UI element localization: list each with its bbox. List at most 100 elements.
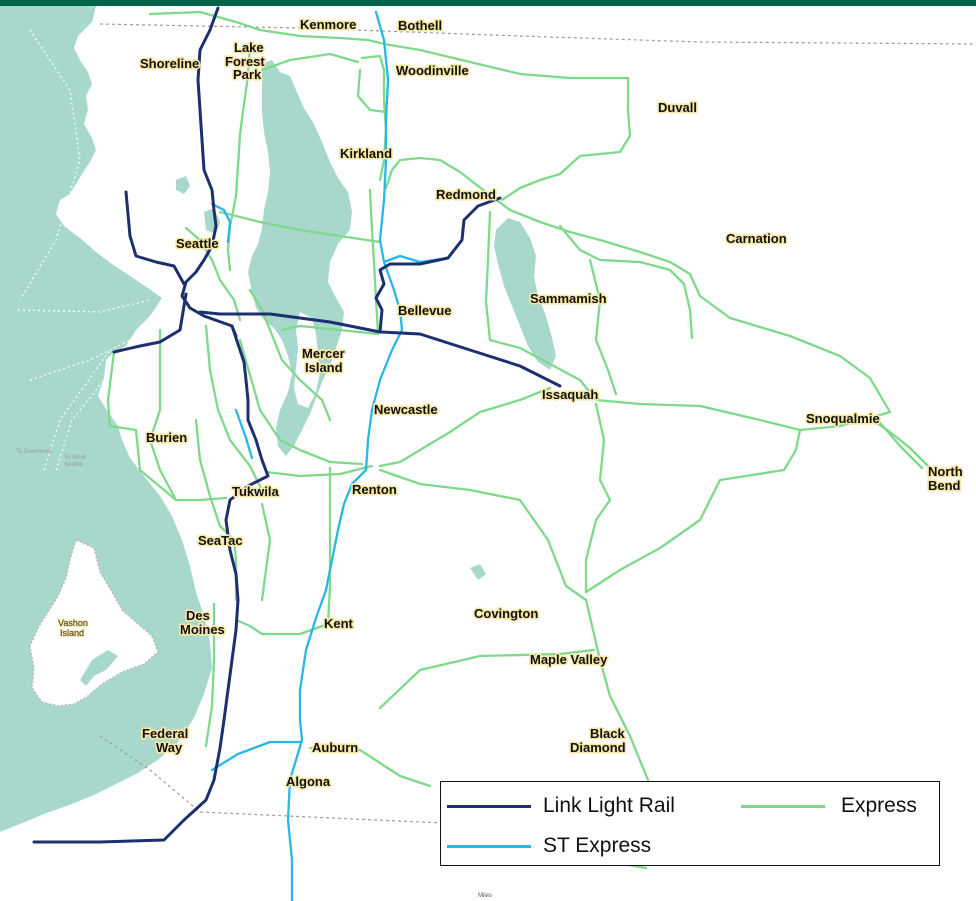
link-line — [230, 324, 238, 338]
label-des-moines-1: Des — [186, 608, 210, 623]
express-route — [356, 68, 388, 114]
lake-youngs — [470, 564, 486, 580]
label-covington: Covington — [474, 606, 538, 621]
water-bodies — [0, 6, 556, 832]
label-kirkland: Kirkland — [340, 146, 392, 161]
quartermaster-harbor — [80, 650, 118, 686]
legend-express-label: Express — [841, 794, 917, 817]
express-route — [378, 386, 552, 468]
label-woodinville: Woodinville — [396, 63, 469, 78]
scale-miles: Miles — [478, 893, 492, 899]
express-route — [194, 418, 238, 602]
st-express-routes — [210, 10, 450, 901]
legend-express-swatch — [741, 805, 825, 808]
express-route — [588, 258, 618, 396]
label-black-diamond-1: Black — [590, 726, 625, 741]
mercer-island-land — [294, 312, 320, 408]
label-lake-forest-park-3: Park — [233, 67, 262, 82]
label-mercer-island-2: Island — [305, 360, 343, 375]
ferry-route-5 — [29, 329, 151, 381]
ferry-note-downtown: To Downtown — [16, 449, 52, 455]
label-snoqualmie: Snoqualmie — [806, 411, 880, 426]
label-north-bend-2: Bend — [928, 478, 961, 493]
label-issaquah: Issaquah — [542, 387, 598, 402]
express-route — [106, 350, 178, 502]
place-labels: Kenmore Bothell Shoreline Lake Forest Pa… — [57, 15, 964, 790]
county-line-north — [99, 23, 976, 45]
express-route — [204, 602, 216, 748]
express-route — [594, 398, 892, 432]
lake-union — [204, 208, 220, 234]
st-express-route — [210, 740, 302, 772]
ferry-routes — [17, 29, 151, 471]
label-kenmore: Kenmore — [300, 17, 356, 32]
label-tukwila: Tukwila — [232, 484, 279, 499]
link-line — [32, 6, 270, 844]
label-vashon-island-1: Vashon — [58, 618, 88, 628]
label-seattle: Seattle — [176, 236, 219, 251]
express-route — [260, 502, 272, 602]
link-line — [198, 310, 382, 334]
label-duvall: Duvall — [658, 100, 697, 115]
ferry-notes: To Downtown To West Seattle Miles — [16, 449, 492, 899]
lake-washington — [248, 60, 352, 456]
label-sammamish: Sammamish — [530, 291, 607, 306]
label-auburn: Auburn — [312, 740, 358, 755]
express-route — [184, 226, 242, 322]
legend-link-swatch — [447, 805, 531, 808]
express-route — [584, 428, 802, 594]
express-route — [308, 746, 432, 788]
label-algona: Algona — [286, 774, 331, 789]
ferry-route-2 — [17, 299, 151, 313]
vashon-island-land — [29, 538, 159, 707]
label-maple-valley: Maple Valley — [530, 652, 608, 667]
legend-link-label: Link Light Rail — [543, 794, 675, 817]
link-line — [378, 330, 562, 388]
st-express-route — [298, 468, 368, 742]
link-light-rail-routes — [32, 6, 562, 844]
lake-sammamish — [494, 218, 556, 370]
express-route — [558, 224, 694, 340]
label-carnation: Carnation — [726, 231, 787, 246]
ferry-note-west-seattle-line2: Seattle — [64, 462, 83, 468]
label-seatac: SeaTac — [198, 533, 243, 548]
express-route — [484, 210, 598, 402]
express-route — [280, 324, 380, 336]
express-route — [360, 54, 388, 182]
express-route — [238, 338, 364, 466]
express-route — [218, 210, 382, 244]
st-express-route — [364, 10, 404, 472]
label-federal-way-2: Way — [156, 740, 183, 755]
label-lake-forest-park-1: Lake — [234, 40, 264, 55]
st-express-route — [234, 408, 254, 460]
label-north-bend-1: North — [928, 464, 963, 479]
label-shoreline: Shoreline — [140, 56, 199, 71]
ferry-note-west-seattle-line1: To West — [64, 455, 86, 461]
link-line — [112, 292, 188, 354]
link-line — [374, 196, 502, 334]
label-federal-way-1: Federal — [142, 726, 188, 741]
label-bellevue: Bellevue — [398, 303, 451, 318]
label-burien: Burien — [146, 430, 187, 445]
express-route — [500, 76, 632, 202]
express-route — [148, 328, 228, 502]
label-bothell: Bothell — [398, 18, 442, 33]
express-route — [378, 648, 596, 710]
st-express-route — [286, 738, 304, 901]
map-legend: Link Light Rail Express ST Express — [440, 781, 940, 866]
legend-st-express-swatch — [447, 845, 531, 848]
express-route — [264, 464, 374, 478]
st-express-route — [210, 202, 232, 244]
express-route — [234, 466, 332, 636]
green-lake — [176, 176, 190, 194]
express-route — [382, 42, 630, 80]
express-route — [378, 468, 596, 636]
express-route — [384, 156, 496, 200]
label-black-diamond-2: Diamond — [570, 740, 626, 755]
express-route — [584, 402, 612, 594]
express-route — [868, 416, 932, 470]
express-route — [492, 196, 892, 414]
label-mercer-island-1: Mercer — [302, 346, 345, 361]
puget-sound-water — [0, 6, 212, 832]
